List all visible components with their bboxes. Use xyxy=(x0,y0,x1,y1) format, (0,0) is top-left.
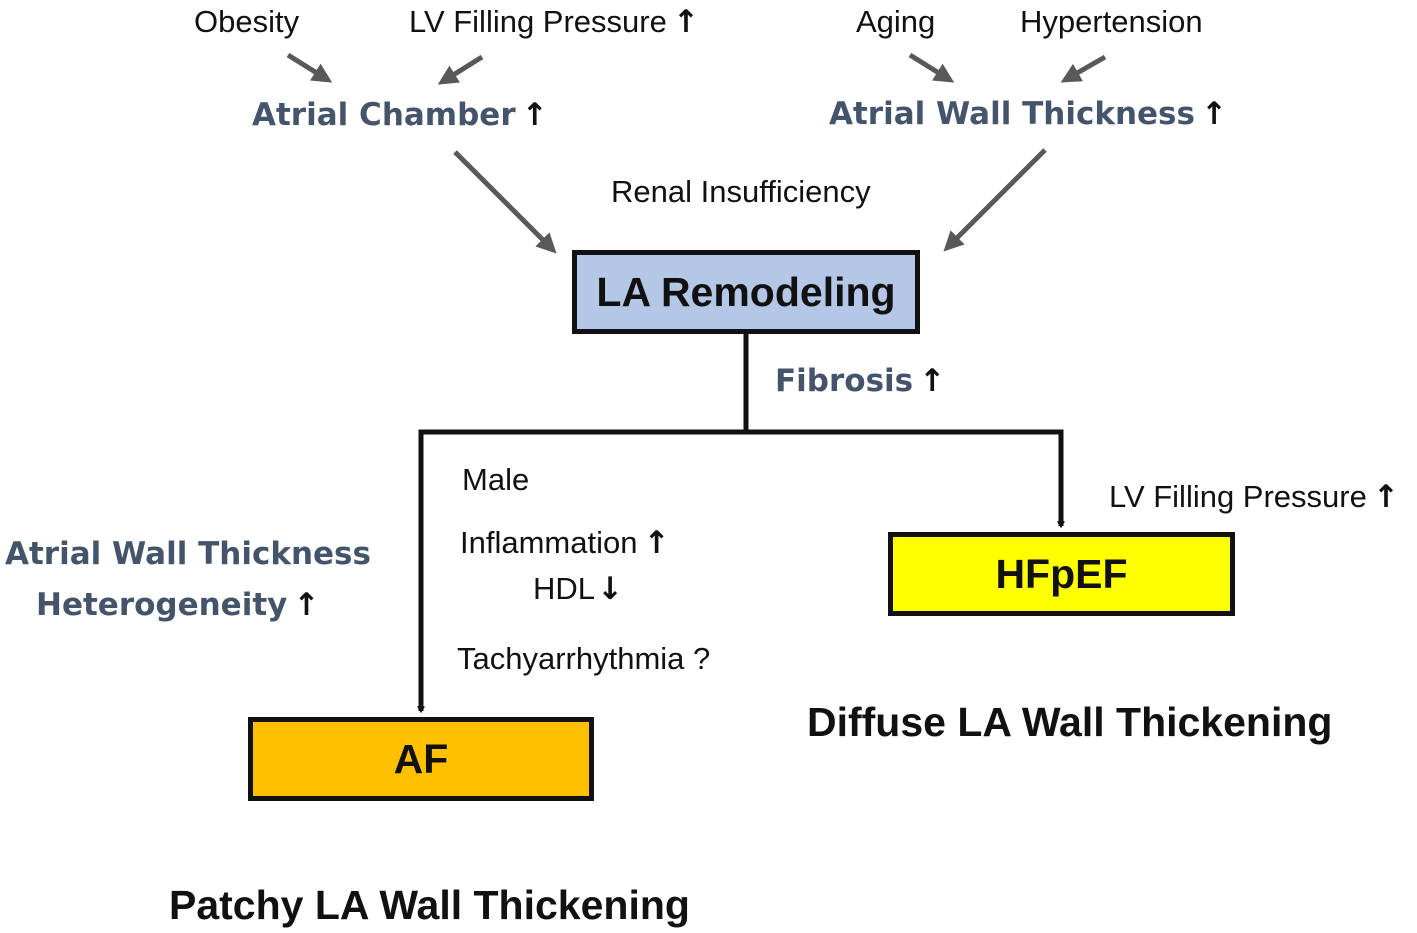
arrow-hypertension-to-wall xyxy=(1060,54,1107,83)
up-arrow-icon: ↑ xyxy=(1200,96,1227,132)
label-lv-filling-pressure-top: LV Filling Pressure↑ xyxy=(409,4,699,40)
branch-to-af xyxy=(421,429,746,711)
box-la-remodeling: LA Remodeling xyxy=(572,250,920,334)
arrow-obesity-to-chamber xyxy=(286,52,333,83)
up-arrow-icon: ↑ xyxy=(521,97,548,133)
up-arrow-icon: ↑ xyxy=(672,4,699,40)
box-af-label: AF xyxy=(393,735,449,782)
label-wall-thickness-heterogeneity-line1: Atrial Wall Thickness xyxy=(5,536,371,572)
label-male: Male xyxy=(462,462,530,497)
label-hypertension: Hypertension xyxy=(1020,4,1203,39)
up-arrow-icon: ↑ xyxy=(919,363,946,399)
arrow-aging-to-wall xyxy=(908,52,955,83)
label-tachyarrhythmia: Tachyarrhythmia ? xyxy=(457,641,711,676)
label-atrial-chamber: Atrial Chamber↑ xyxy=(252,97,548,133)
up-arrow-icon: ↑ xyxy=(643,525,670,561)
box-la-remodeling-label: LA Remodeling xyxy=(596,268,896,315)
caption-diffuse-thickening: Diffuse LA Wall Thickening xyxy=(807,699,1333,745)
label-obesity: Obesity xyxy=(194,4,300,39)
arrow-wall-to-la xyxy=(943,148,1047,252)
label-wall-thickness-heterogeneity-line2: Heterogeneity↑ xyxy=(36,587,320,623)
branch-to-hfpef xyxy=(746,429,1061,526)
label-hdl: HDL↓ xyxy=(533,571,623,607)
caption-patchy-thickening: Patchy LA Wall Thickening xyxy=(169,882,690,928)
box-hfpef: HFpEF xyxy=(888,532,1235,616)
arrow-lvfp-to-chamber xyxy=(437,54,484,85)
label-inflammation: Inflammation↑ xyxy=(460,525,670,561)
down-arrow-icon: ↓ xyxy=(597,571,623,607)
box-hfpef-label: HFpEF xyxy=(995,550,1128,597)
label-aging: Aging xyxy=(856,4,936,39)
up-arrow-icon: ↑ xyxy=(293,587,320,623)
label-renal-insufficiency: Renal Insufficiency xyxy=(611,174,871,209)
label-lv-filling-pressure-right: LV Filling Pressure↑ xyxy=(1109,479,1399,515)
box-af: AF xyxy=(248,717,594,801)
label-atrial-wall-thickness: Atrial Wall Thickness↑ xyxy=(829,96,1227,132)
label-fibrosis: Fibrosis↑ xyxy=(775,363,946,399)
arrow-chamber-to-la xyxy=(453,150,557,254)
up-arrow-icon: ↑ xyxy=(1372,479,1399,515)
